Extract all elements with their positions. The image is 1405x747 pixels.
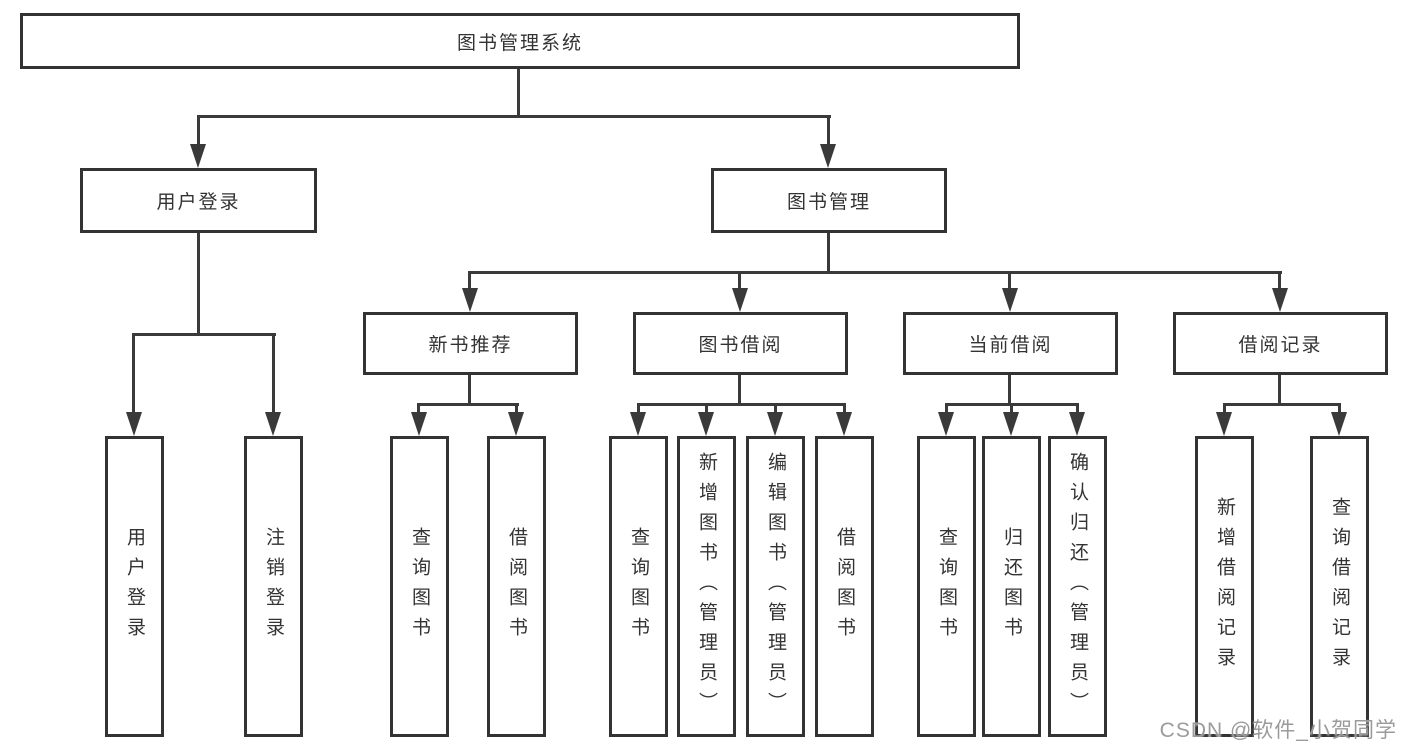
arrow-down-icon bbox=[126, 412, 142, 436]
connector-line bbox=[1223, 403, 1341, 406]
connector-line bbox=[417, 403, 519, 406]
arrow-down-icon bbox=[1069, 412, 1085, 436]
connector-line bbox=[637, 403, 846, 406]
node-book-management: 图书管理 bbox=[711, 168, 947, 233]
connector-line bbox=[1278, 271, 1281, 291]
arrow-down-icon bbox=[411, 412, 427, 436]
connector-line bbox=[637, 403, 640, 415]
connector-line bbox=[197, 115, 200, 148]
connector-line bbox=[468, 375, 471, 406]
arrow-down-icon bbox=[1003, 412, 1019, 436]
node-book-borrow: 图书借阅 bbox=[633, 312, 848, 375]
connector-line bbox=[705, 403, 708, 415]
arrow-down-icon bbox=[265, 412, 281, 436]
leaf-query-books-recommend: 查询图书 bbox=[390, 436, 449, 737]
node-current-borrow: 当前借阅 bbox=[903, 312, 1118, 375]
connector-line bbox=[468, 271, 1282, 274]
connector-line bbox=[827, 233, 830, 274]
connector-line bbox=[1223, 403, 1226, 415]
connector-line bbox=[1010, 403, 1013, 415]
leaf-user-login: 用户登录 bbox=[105, 436, 164, 737]
connector-line bbox=[132, 333, 135, 414]
leaf-logout: 注销登录 bbox=[244, 436, 303, 737]
arrow-down-icon bbox=[732, 288, 748, 312]
arrow-down-icon bbox=[630, 412, 646, 436]
leaf-query-books-current: 查询图书 bbox=[917, 436, 976, 737]
connector-line bbox=[1008, 375, 1011, 406]
connector-line bbox=[1338, 403, 1341, 415]
connector-line bbox=[1008, 271, 1011, 291]
leaf-borrow-books: 借阅图书 bbox=[815, 436, 874, 737]
arrow-down-icon bbox=[190, 144, 206, 168]
connector-line bbox=[417, 403, 420, 415]
arrow-down-icon bbox=[820, 144, 836, 168]
leaf-query-books-borrow: 查询图书 bbox=[609, 436, 668, 737]
connector-line bbox=[132, 333, 276, 336]
leaf-query-borrow-record: 查询借阅记录 bbox=[1310, 436, 1369, 737]
leaf-add-books-admin: 新增图书（管理员） bbox=[677, 436, 736, 737]
connector-line bbox=[738, 375, 741, 406]
node-user-login: 用户登录 bbox=[80, 168, 317, 233]
arrow-down-icon bbox=[1272, 288, 1288, 312]
connector-line bbox=[468, 271, 471, 291]
connector-line bbox=[1076, 403, 1079, 415]
arrow-down-icon bbox=[1331, 412, 1347, 436]
arrow-down-icon bbox=[767, 412, 783, 436]
connector-line bbox=[272, 333, 275, 414]
node-new-book-recommend: 新书推荐 bbox=[363, 312, 578, 375]
node-root: 图书管理系统 bbox=[20, 13, 1020, 69]
node-borrow-records: 借阅记录 bbox=[1173, 312, 1388, 375]
arrow-down-icon bbox=[1216, 412, 1232, 436]
leaf-add-borrow-record: 新增借阅记录 bbox=[1195, 436, 1254, 737]
arrow-down-icon bbox=[462, 288, 478, 312]
leaf-borrow-books-recommend: 借阅图书 bbox=[487, 436, 546, 737]
connector-line bbox=[774, 403, 777, 415]
connector-line bbox=[1278, 375, 1281, 406]
arrow-down-icon bbox=[836, 412, 852, 436]
connector-line bbox=[945, 403, 948, 415]
connector-line bbox=[827, 115, 830, 148]
connector-line bbox=[197, 115, 831, 118]
connector-line bbox=[197, 233, 200, 336]
connector-line bbox=[517, 69, 520, 118]
leaf-edit-books-admin: 编辑图书（管理员） bbox=[746, 436, 805, 737]
arrow-down-icon bbox=[938, 412, 954, 436]
arrow-down-icon bbox=[698, 412, 714, 436]
connector-line bbox=[515, 403, 518, 415]
arrow-down-icon bbox=[1002, 288, 1018, 312]
connector-line bbox=[843, 403, 846, 415]
leaf-return-books: 归还图书 bbox=[982, 436, 1041, 737]
connector-line bbox=[738, 271, 741, 291]
leaf-confirm-return-admin: 确认归还（管理员） bbox=[1048, 436, 1107, 737]
arrow-down-icon bbox=[508, 412, 524, 436]
csdn-watermark: CSDN @软件_小贺同学 bbox=[1159, 719, 1397, 742]
